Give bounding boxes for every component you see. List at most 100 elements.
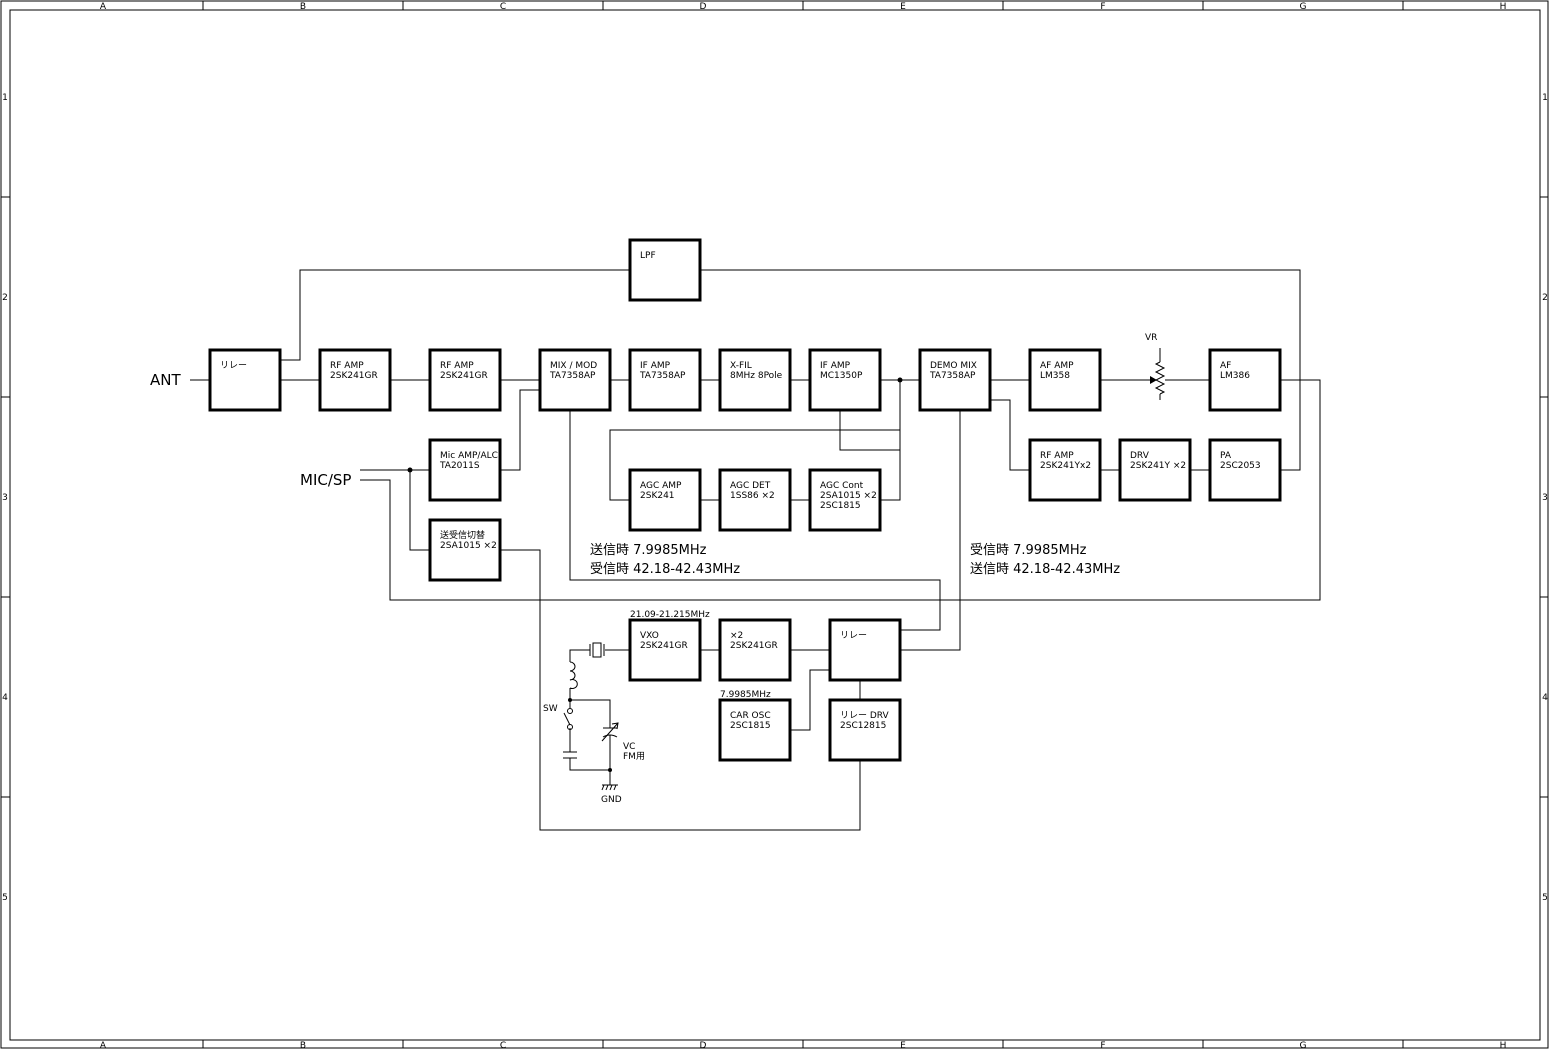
block-demo-mix: DEMO MIX TA7358AP	[918, 348, 992, 412]
block-label: RF AMP	[1040, 451, 1074, 461]
block-label: AGC AMP	[640, 481, 682, 491]
block-rf-amp-1: RF AMP 2SK241GR	[318, 348, 392, 412]
fm-label: FM用	[623, 751, 645, 762]
block-part: TA7358AP	[549, 371, 596, 381]
block-part: TA7358AP	[639, 371, 686, 381]
mic-sp-label: MIC/SP	[300, 471, 351, 489]
grid-col-bottom-a: A	[100, 1041, 107, 1050]
block-if-amp-1: IF AMP TA7358AP	[628, 348, 702, 412]
car-freq-label: 7.9985MHz	[720, 690, 771, 700]
switch-symbol	[563, 708, 573, 730]
grid-row-right-1: 1	[1542, 93, 1548, 103]
block-part: 2SC1815	[730, 721, 771, 731]
block-part: LM358	[1040, 371, 1070, 381]
block-part: 2SK241GR	[440, 371, 488, 381]
block-part: 1SS86 ×2	[730, 491, 775, 501]
grid-row-left-4: 4	[2, 693, 8, 703]
rx-if-freq-label: 受信時 42.18-42.43MHz	[590, 562, 740, 577]
block-txrx-switch: 送受信切替 2SA1015 ×2	[428, 518, 502, 582]
block-vxo: VXO 2SK241GR	[628, 618, 702, 682]
grid-col-top-c: C	[500, 2, 506, 12]
grid-row-right-5: 5	[1542, 893, 1548, 903]
grid-col-bottom-e: E	[900, 1041, 906, 1050]
block-part: TA2011S	[439, 461, 480, 471]
block-label: PA	[1220, 451, 1232, 461]
block-agc-det: AGC DET 1SS86 ×2	[718, 468, 792, 532]
block-af: AF LM386	[1208, 348, 1282, 412]
block-rf-amp-tx: RF AMP 2SK241Yx2	[1028, 438, 1102, 502]
grid-row-right-4: 4	[1542, 693, 1548, 703]
block-label: AF AMP	[1040, 361, 1074, 371]
block-rf-amp-2: RF AMP 2SK241GR	[428, 348, 502, 412]
grid-row-right-2: 2	[1542, 293, 1548, 303]
grid-col-bottom-b: B	[300, 1041, 306, 1050]
junction-dot	[897, 377, 903, 383]
inner-frame	[9, 9, 1541, 1041]
block-af-amp: AF AMP LM358	[1028, 348, 1102, 412]
vc-label: VC	[623, 742, 635, 752]
grid-col-top-d: D	[700, 2, 707, 12]
grid-col-top-a: A	[100, 2, 107, 12]
block-part: 2SA1015 ×2	[440, 541, 497, 551]
block-x-fil: X-FIL 8MHz 8Pole	[718, 348, 792, 412]
grid-row-right-3: 3	[1542, 493, 1548, 503]
block-part: 2SC1815	[820, 501, 861, 511]
block-label: Mic AMP/ALC	[440, 451, 498, 461]
block-relay-drv: リレー DRV 2SC12815	[828, 698, 902, 762]
block-label: AGC DET	[730, 481, 771, 491]
grid-row-left-2: 2	[2, 293, 8, 303]
block-label: ×2	[730, 631, 743, 641]
block-label: VXO	[640, 631, 659, 641]
grid-col-top-g: G	[1300, 2, 1307, 12]
block-car-osc: CAR OSC 2SC1815	[718, 698, 792, 762]
block-part: 2SA1015 ×2	[820, 491, 877, 501]
block-label: リレー	[220, 361, 247, 371]
block-part: 2SC12815	[840, 721, 886, 731]
block-if-amp-2: IF AMP MC1350P	[808, 348, 882, 412]
block-part: 2SK241GR	[640, 641, 688, 651]
grid-col-bottom-c: C	[500, 1041, 506, 1050]
block-label: RF AMP	[440, 361, 474, 371]
junction-dot	[407, 467, 413, 473]
vr-label: VR	[1145, 333, 1157, 343]
block-label: MIX / MOD	[550, 361, 597, 371]
block-part: 2SC2053	[1220, 461, 1261, 471]
gnd-label: GND	[601, 795, 622, 805]
grid-col-bottom-d: D	[700, 1041, 707, 1050]
block-part: 2SK241GR	[330, 371, 378, 381]
tx-if-freq-label: 送信時 7.9985MHz	[590, 543, 707, 558]
block-label: IF AMP	[820, 361, 851, 371]
grid-col-bottom-h: H	[1500, 1041, 1507, 1050]
grid-col-top-h: H	[1500, 2, 1507, 12]
junction-dot	[608, 768, 612, 772]
block-label: AF	[1220, 361, 1231, 371]
variable-capacitor-symbol	[601, 722, 619, 742]
block-label: CAR OSC	[730, 711, 771, 721]
block-label: 送受信切替	[440, 529, 485, 541]
block-lpf: LPF	[628, 238, 702, 302]
block-agc-cont: AGC Cont 2SA1015 ×2 2SC1815	[808, 468, 882, 532]
crystal-symbol	[589, 642, 605, 658]
grid-row-left-1: 1	[2, 93, 8, 103]
tx-demo-freq-label: 送信時 42.18-42.43MHz	[970, 562, 1120, 577]
block-agc-amp: AGC AMP 2SK241	[628, 468, 702, 532]
potentiometer-symbol	[1140, 348, 1166, 400]
junction-dot	[568, 698, 572, 702]
block-label: AGC Cont	[820, 481, 864, 491]
ground-symbol	[601, 784, 618, 791]
block-part: LM386	[1220, 371, 1250, 381]
grid-col-top-e: E	[900, 2, 906, 12]
block-part: 8MHz 8Pole	[730, 371, 783, 381]
grid-col-bottom-f: F	[1100, 1041, 1105, 1050]
block-drv: DRV 2SK241Y ×2	[1118, 438, 1192, 502]
grid-row-left-3: 3	[2, 493, 8, 503]
capacitor-symbol	[563, 751, 577, 759]
block-label: リレー DRV	[840, 711, 890, 721]
block-label: RF AMP	[330, 361, 364, 371]
block-relay-lo: リレー	[828, 618, 902, 682]
grid-col-top-f: F	[1100, 2, 1105, 12]
block-label: X-FIL	[730, 361, 752, 371]
block-label: DEMO MIX	[930, 361, 977, 371]
